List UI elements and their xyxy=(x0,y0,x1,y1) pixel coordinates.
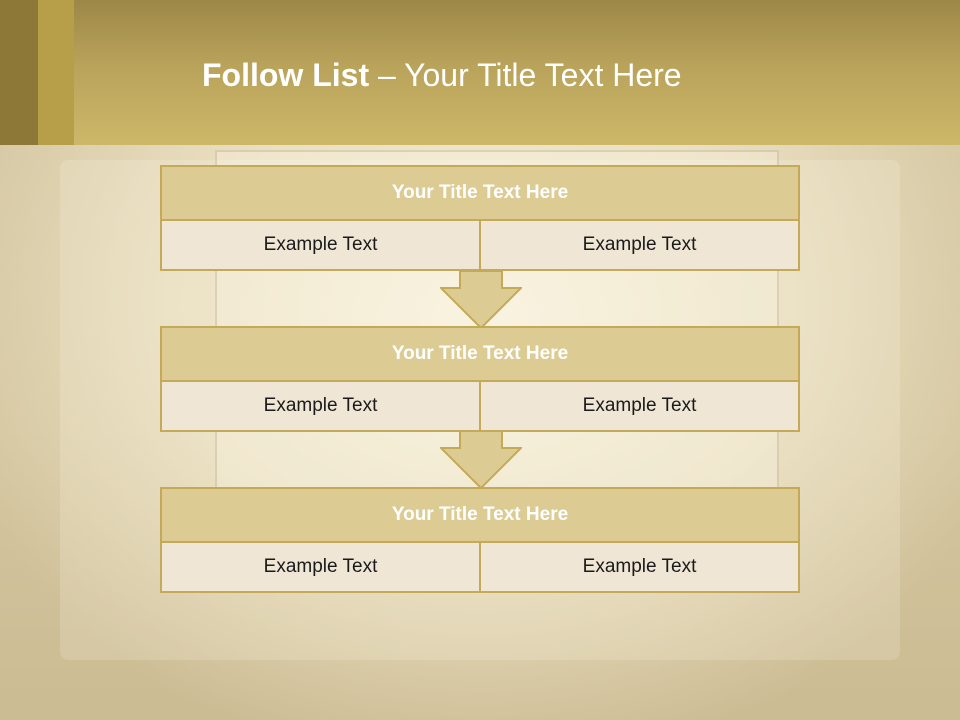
header-accent-band-dark xyxy=(0,0,38,145)
slide-title-bold: Follow List xyxy=(202,57,370,93)
block-row: Example Text Example Text xyxy=(160,221,800,271)
block-title: Your Title Text Here xyxy=(160,165,800,221)
list-block-2: Your Title Text Here Example Text Exampl… xyxy=(160,326,800,432)
list-block-3: Your Title Text Here Example Text Exampl… xyxy=(160,487,800,593)
block-cell-left: Example Text xyxy=(160,221,481,271)
block-row: Example Text Example Text xyxy=(160,382,800,432)
block-title: Your Title Text Here xyxy=(160,487,800,543)
block-cell-right: Example Text xyxy=(481,221,800,271)
block-cell-left: Example Text xyxy=(160,382,481,432)
down-arrow-icon xyxy=(440,271,522,329)
slide-header: Follow List – Your Title Text Here xyxy=(0,0,960,145)
header-accent-band-light xyxy=(38,0,74,145)
list-block-1: Your Title Text Here Example Text Exampl… xyxy=(160,165,800,271)
block-cell-right: Example Text xyxy=(481,382,800,432)
block-cell-right: Example Text xyxy=(481,543,800,593)
block-row: Example Text Example Text xyxy=(160,543,800,593)
slide-title-rest: – Your Title Text Here xyxy=(369,57,682,93)
down-arrow-icon xyxy=(440,431,522,489)
block-title: Your Title Text Here xyxy=(160,326,800,382)
block-cell-left: Example Text xyxy=(160,543,481,593)
slide-title: Follow List – Your Title Text Here xyxy=(202,55,682,95)
